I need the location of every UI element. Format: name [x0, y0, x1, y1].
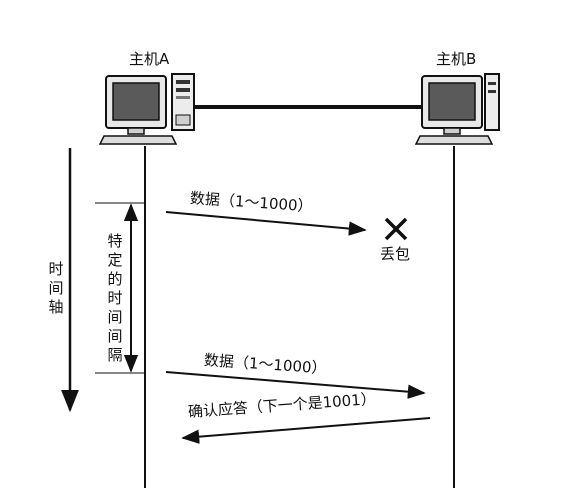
packet-loss-label: 丢包: [380, 245, 411, 263]
ack-arrow: [181, 417, 431, 444]
host-a-computer-icon: [98, 73, 195, 145]
host-a-label: 主机A: [129, 50, 170, 68]
packet-loss-cross-icon: [384, 217, 408, 241]
second-data-arrow: [165, 371, 426, 399]
host-b-computer-icon: [414, 73, 500, 145]
interval-label: 特定的时间间隔: [107, 232, 123, 364]
first-data-arrow: [165, 211, 367, 236]
host-b-label: 主机B: [436, 50, 477, 68]
time-axis-label: 时间轴: [48, 260, 64, 316]
